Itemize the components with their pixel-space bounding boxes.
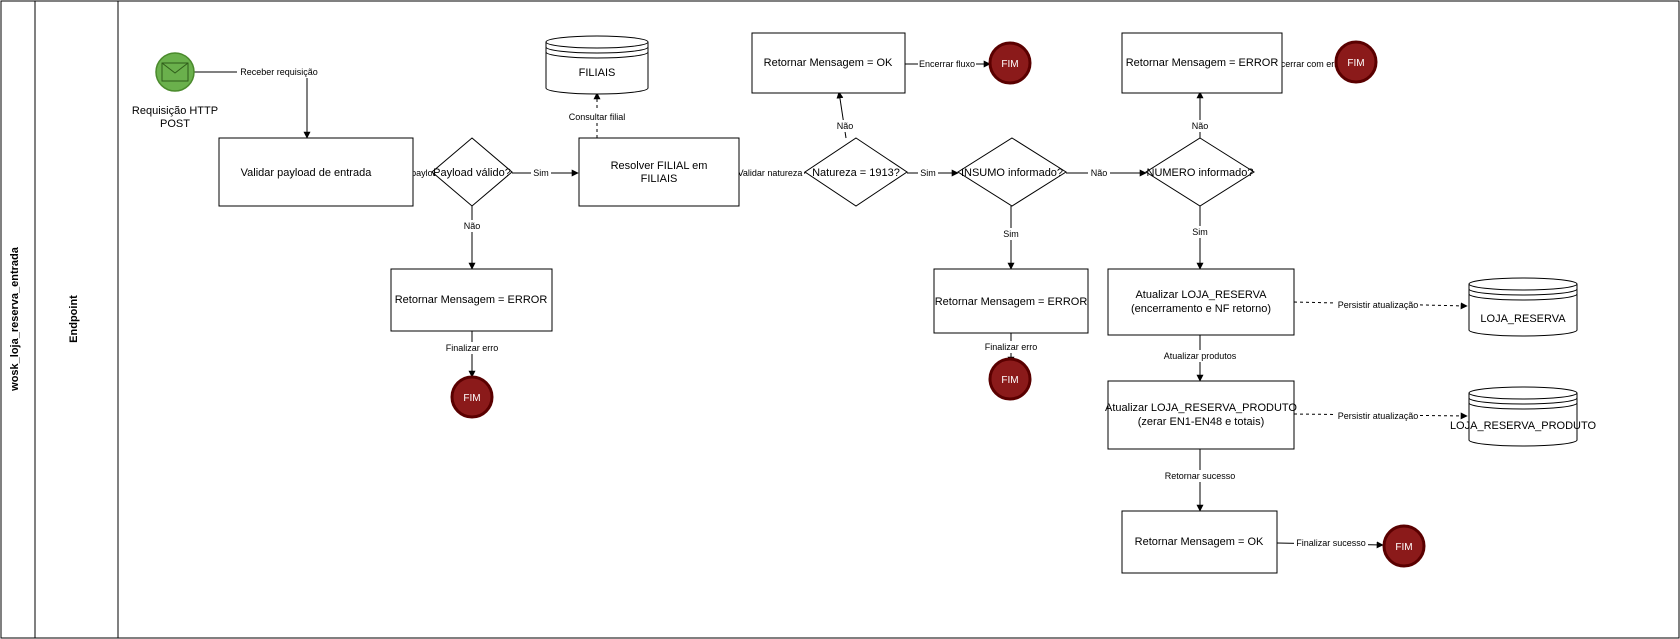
task-retornar-erro-numero[interactable]: Retornar Mensagem = ERROR <box>1121 32 1283 94</box>
start-event-label-line1: Requisição HTTP <box>132 105 218 117</box>
datastore-filiais-label: FILIAIS <box>579 67 616 79</box>
task-resolver-filial-line1: Resolver FILIAL em <box>611 160 708 172</box>
task-retornar-erro-insumo[interactable]: Retornar Mensagem = ERROR <box>933 268 1089 334</box>
task-atualizar-loja-reserva-line2: (encerramento e NF retorno) <box>1131 303 1271 315</box>
label-persistir-1: Persistir atualização <box>1338 300 1419 310</box>
label-encerrar-fluxo: Encerrar fluxo <box>919 59 975 69</box>
label-nao-payload: Não <box>464 221 481 231</box>
label-sim-natureza: Sim <box>920 168 936 178</box>
label-finalizar-sucesso: Finalizar sucesso <box>1296 538 1366 548</box>
label-encerrar-com-erro: Encerrar com erro <box>1270 59 1343 69</box>
gateway-numero-label: NUMERO informado? <box>1147 167 1254 179</box>
gateway-natureza[interactable]: Natureza = 1913? <box>804 137 908 207</box>
end-event-erro-insumo[interactable]: FIM <box>988 357 1032 401</box>
label-retornar-sucesso: Retornar sucesso <box>1165 471 1236 481</box>
task-atualizar-loja-reserva-produto[interactable]: Atualizar LOJA_RESERVA_PRODUTO (zerar EN… <box>1105 380 1297 450</box>
label-consultar-filial: Consultar filial <box>569 112 626 122</box>
gateway-numero[interactable]: NUMERO informado? <box>1145 137 1255 207</box>
end-event-circle <box>988 357 1032 401</box>
label-sim-insumo: Sim <box>1003 229 1019 239</box>
label-nao-numero: Não <box>1192 121 1209 131</box>
task-retornar-ok-final-label: Retornar Mensagem = OK <box>1135 536 1264 548</box>
end-events: FIM FIM FIM FIM FIM <box>450 40 1426 568</box>
label-finalizar-erro-2: Finalizar erro <box>985 342 1038 352</box>
task-resolver-filial[interactable]: Resolver FILIAL em FILIAIS <box>578 137 740 207</box>
datastore-loja-reserva[interactable]: LOJA_RESERVA <box>1468 277 1578 337</box>
end-event-label: FIM <box>1395 542 1412 553</box>
task-resolver-filial-line2: FILIAIS <box>641 173 678 185</box>
label-sim-numero: Sim <box>1192 227 1208 237</box>
gateways: Payload válido? Natureza = 1913? INSUMO … <box>431 137 1255 207</box>
datastore-loja-reserva-produto[interactable]: LOJA_RESERVA_PRODUTO <box>1450 386 1597 447</box>
end-event-circle <box>450 375 494 419</box>
task-atualizar-produto-line1: Atualizar LOJA_RESERVA_PRODUTO <box>1105 402 1297 414</box>
end-event-erro-payload[interactable]: FIM <box>450 375 494 419</box>
task-validar-payload[interactable]: Validar payload de entrada <box>218 137 414 207</box>
gateway-insumo[interactable]: INSUMO informado? <box>957 137 1067 207</box>
tasks: Validar payload de entrada Retornar Mens… <box>218 32 1297 574</box>
envelope-icon <box>161 62 189 82</box>
end-event-label: FIM <box>1347 58 1364 69</box>
task-retornar-ok-natureza-label: Retornar Mensagem = OK <box>764 57 893 69</box>
task-atualizar-loja-reserva-line1: Atualizar LOJA_RESERVA <box>1135 289 1267 301</box>
gateway-payload-valido[interactable]: Payload válido? <box>431 137 513 207</box>
task-retornar-erro-insumo-label: Retornar Mensagem = ERROR <box>935 296 1088 308</box>
datastore-loja-reserva-produto-label: LOJA_RESERVA_PRODUTO <box>1450 420 1597 432</box>
task-retornar-erro-numero-label: Retornar Mensagem = ERROR <box>1126 57 1279 69</box>
end-event-erro-numero[interactable]: FIM <box>1334 40 1378 84</box>
task-retornar-erro-payload-label: Retornar Mensagem = ERROR <box>395 294 548 306</box>
lane-title: Endpoint <box>68 295 80 343</box>
start-event[interactable]: Requisição HTTP POST <box>132 52 218 130</box>
end-event-circle <box>1382 524 1426 568</box>
end-event-label: FIM <box>1001 59 1018 70</box>
label-validar-natureza: Validar natureza <box>738 168 803 178</box>
gateway-payload-label: Payload válido? <box>433 167 511 179</box>
label-persistir-2: Persistir atualização <box>1338 411 1419 421</box>
label-nao-insumo: Não <box>1091 168 1108 178</box>
datastores: FILIAIS LOJA_RESERVA LOJA_RESERVA_PRODUT… <box>545 35 1597 447</box>
gateway-natureza-label: Natureza = 1913? <box>812 167 900 179</box>
label-receber: Receber requisição <box>240 67 318 77</box>
end-event-label: FIM <box>463 393 480 404</box>
end-event-sucesso[interactable]: FIM <box>1382 524 1426 568</box>
label-sim-payload: Sim <box>533 168 549 178</box>
task-retornar-ok-final[interactable]: Retornar Mensagem = OK <box>1121 510 1278 574</box>
end-event-ok-natureza[interactable]: FIM <box>988 41 1032 85</box>
label-finalizar-erro-1: Finalizar erro <box>446 343 499 353</box>
pool-title: wosk_loja_reserva_entrada <box>9 246 21 392</box>
datastore-filiais[interactable]: FILIAIS <box>545 35 649 95</box>
task-atualizar-produto-line2: (zerar EN1-EN48 e totais) <box>1138 416 1265 428</box>
task-retornar-erro-payload[interactable]: Retornar Mensagem = ERROR <box>390 268 553 332</box>
end-event-circle <box>1334 40 1378 84</box>
label-atualizar-produtos: Atualizar produtos <box>1164 351 1237 361</box>
label-nao-natureza: Não <box>837 121 854 131</box>
start-event-label-line2: POST <box>160 118 190 130</box>
end-event-circle <box>988 41 1032 85</box>
task-retornar-ok-natureza[interactable]: Retornar Mensagem = OK <box>751 32 906 94</box>
task-atualizar-loja-reserva[interactable]: Atualizar LOJA_RESERVA (encerramento e N… <box>1107 268 1295 336</box>
end-event-label: FIM <box>1001 375 1018 386</box>
task-validar-payload-label: Validar payload de entrada <box>241 167 373 179</box>
datastore-loja-reserva-label: LOJA_RESERVA <box>1480 313 1566 325</box>
gateway-insumo-label: INSUMO informado? <box>961 167 1063 179</box>
